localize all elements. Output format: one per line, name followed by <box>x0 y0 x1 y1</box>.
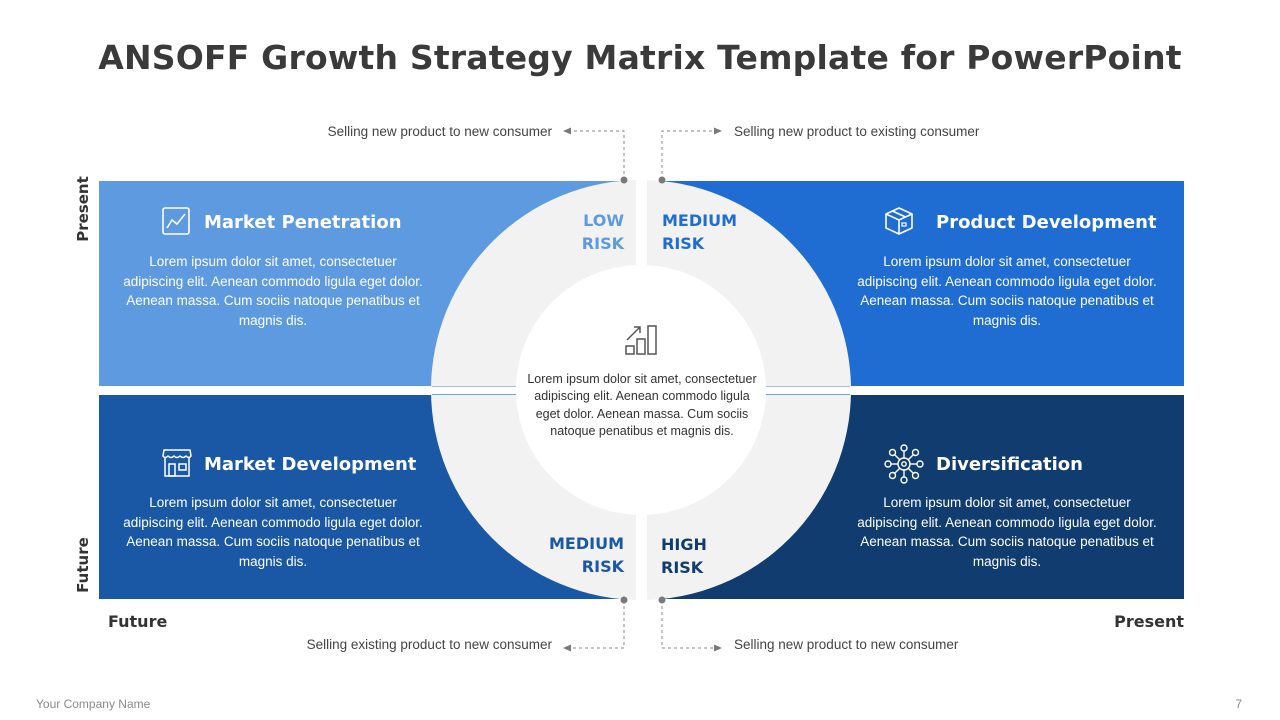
risk-level: HIGH <box>661 535 707 554</box>
market-development-title: Market Development <box>204 454 417 475</box>
line-chart-icon <box>162 207 190 235</box>
risk-word: RISK <box>581 234 624 253</box>
network-icon <box>884 444 924 484</box>
market-development-body: Lorem ipsum dolor sit amet, consectetuer… <box>123 495 423 569</box>
slide-title: ANSOFF Growth Strategy Matrix Template f… <box>98 38 1182 77</box>
axis-bottom-future: Future <box>108 612 168 631</box>
axis-bottom-present: Present <box>1114 612 1184 631</box>
center-description: Lorem ipsum dolor sit amet, consectetuer… <box>527 372 757 438</box>
high-risk-label: HIGH RISK <box>661 533 707 579</box>
market-penetration-body: Lorem ipsum dolor sit amet, consectetuer… <box>123 254 423 328</box>
axis-left-present: Present <box>74 176 92 242</box>
box-icon <box>885 207 913 235</box>
growth-bars-icon <box>625 325 657 355</box>
risk-level: MEDIUM <box>662 211 737 230</box>
risk-level: MEDIUM <box>549 534 624 553</box>
medium-risk-label-bottom: MEDIUM RISK <box>534 532 624 578</box>
medium-risk-label-top: MEDIUM RISK <box>662 209 737 255</box>
store-icon <box>162 449 192 477</box>
annotation-bottom-right: Selling new product to new consumer <box>734 637 959 652</box>
annotation-bottom-left: Selling existing product to new consumer <box>306 637 552 652</box>
risk-level: LOW <box>583 211 624 230</box>
market-penetration-title: Market Penetration <box>204 212 402 233</box>
risk-word: RISK <box>662 234 705 253</box>
product-development-body: Lorem ipsum dolor sit amet, consectetuer… <box>857 254 1157 328</box>
annotation-top-right: Selling new product to existing consumer <box>734 124 980 139</box>
diversification-title: Diversification <box>936 454 1083 475</box>
low-risk-label: LOW RISK <box>560 209 624 255</box>
product-development-title: Product Development <box>936 212 1157 233</box>
diversification-body: Lorem ipsum dolor sit amet, consectetuer… <box>857 495 1157 569</box>
page-number: 7 <box>1235 697 1242 711</box>
axis-left-future: Future <box>74 537 92 593</box>
risk-word: RISK <box>581 557 624 576</box>
annotation-top-left: Selling new product to new consumer <box>327 124 552 139</box>
risk-word: RISK <box>661 558 704 577</box>
footer-company-name: Your Company Name <box>36 697 151 711</box>
